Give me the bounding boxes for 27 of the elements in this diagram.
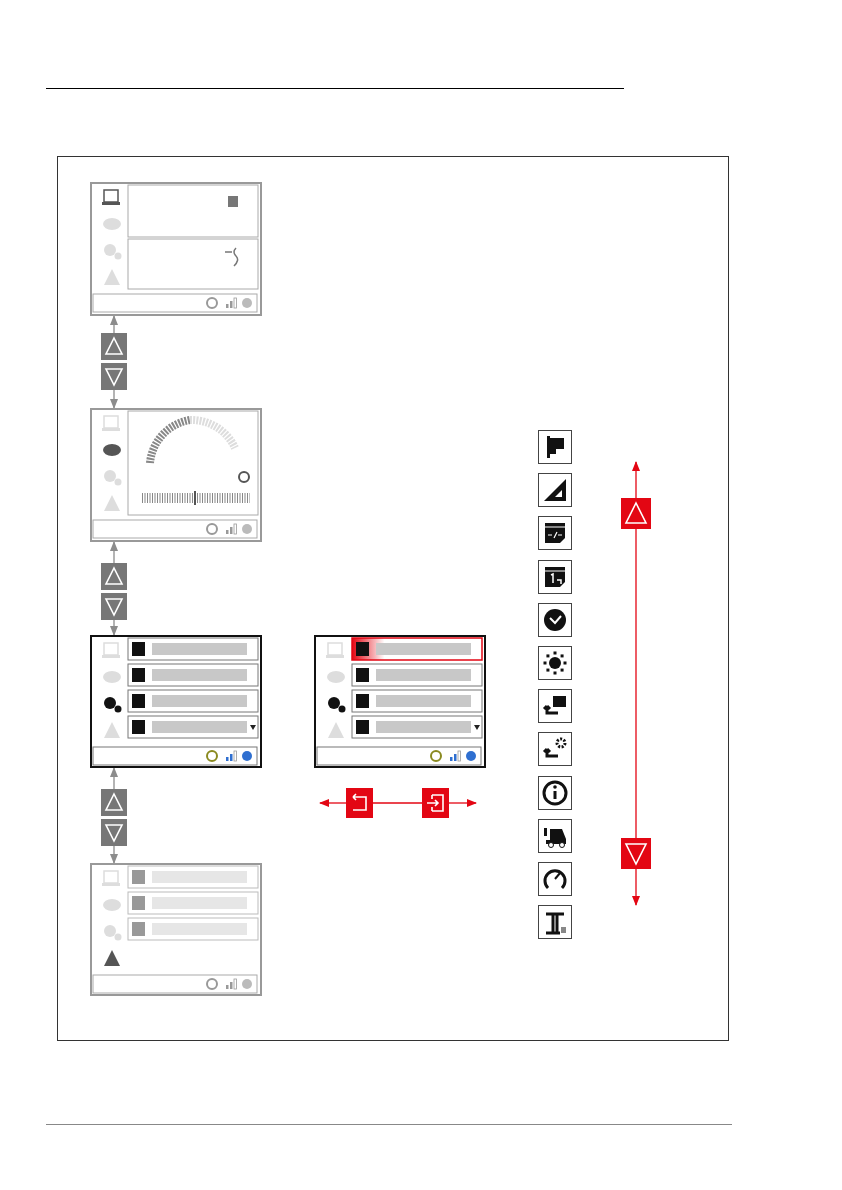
arrow xyxy=(632,461,640,499)
arrow xyxy=(110,845,118,864)
arrow xyxy=(110,541,118,564)
display-screen-selected xyxy=(314,635,486,768)
up-button xyxy=(621,498,651,529)
up-button xyxy=(101,333,127,360)
down-button xyxy=(621,838,651,869)
down-button xyxy=(101,363,127,390)
down-button xyxy=(101,593,127,620)
up-button xyxy=(101,563,127,590)
display-screen xyxy=(90,635,262,768)
down-button xyxy=(101,819,127,846)
enter-button xyxy=(422,788,449,818)
connector-line xyxy=(635,528,637,839)
up-button xyxy=(101,789,127,816)
display-screen xyxy=(90,863,262,996)
arrow xyxy=(448,799,477,807)
arrow xyxy=(110,767,118,790)
arrow xyxy=(110,619,118,636)
display-screen xyxy=(90,182,262,316)
arrow xyxy=(110,315,118,334)
back-button xyxy=(346,788,373,818)
connector-line xyxy=(372,802,423,804)
arrow xyxy=(319,799,347,807)
arrow xyxy=(632,868,640,906)
display-screen xyxy=(90,408,262,542)
arrow xyxy=(110,389,118,409)
